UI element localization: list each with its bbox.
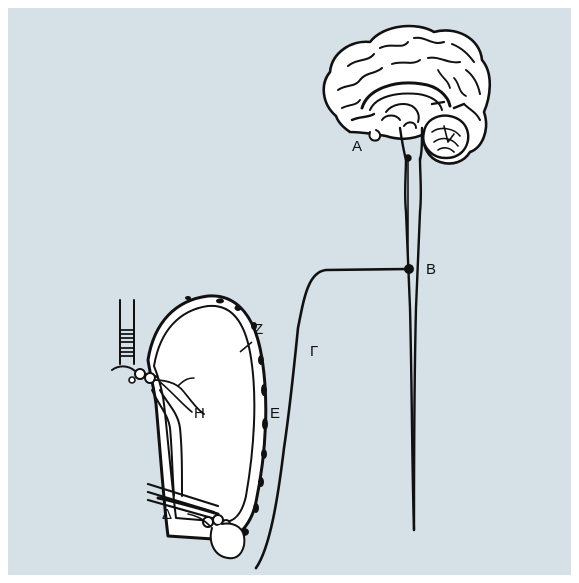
neural-pathway-diagram: A B Γ Z E H Δ (8, 8, 571, 575)
diagram-panel: A B Γ Z E H Δ (8, 8, 571, 575)
label-e: E (270, 405, 280, 422)
label-gamma: Γ (310, 343, 318, 360)
label-a: A (352, 138, 362, 155)
label-delta: Δ (162, 506, 172, 523)
label-h: H (194, 405, 205, 422)
label-z: Z (254, 321, 263, 338)
label-b: B (426, 261, 436, 278)
